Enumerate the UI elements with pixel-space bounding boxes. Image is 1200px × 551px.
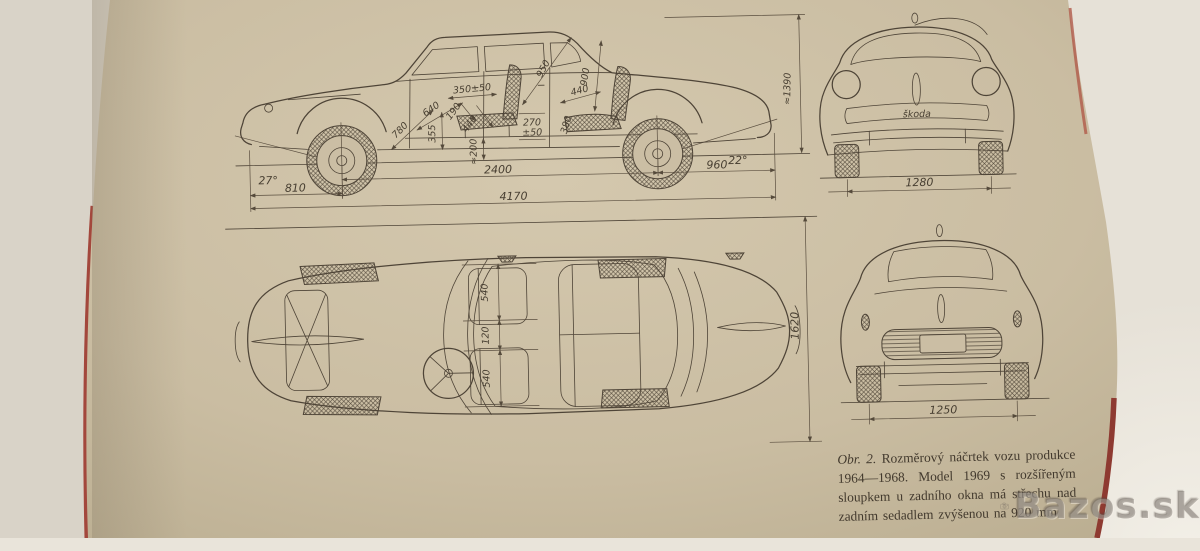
luggage-lid: [284, 289, 330, 392]
quarter-window: [549, 42, 582, 68]
upper-reference-line: [225, 215, 818, 230]
dim-350-50: 350±50: [453, 82, 492, 96]
dim-1620: 1620: [788, 312, 802, 340]
windshield-top: [467, 258, 492, 415]
front-tire-right: [978, 140, 1004, 176]
windshield-base: [443, 260, 472, 414]
license-plate: [919, 333, 967, 354]
dim-540-front: 540: [479, 283, 490, 301]
rear-tire-right: [1003, 362, 1030, 400]
car-front-view: škoda 1280: [819, 12, 1017, 197]
dim-810: 810: [285, 181, 306, 194]
seats-plan: [467, 263, 642, 407]
dim-640: 640: [421, 100, 442, 119]
tire-rear-right: [600, 388, 670, 409]
dim-780: 780: [390, 120, 411, 141]
tire-front-left: [299, 262, 380, 285]
dim-355: 355: [427, 124, 438, 142]
door-hinge-right: [724, 252, 745, 260]
top-view-dimensions: 540 120 540 1620: [461, 215, 823, 443]
figure-caption: Obr. 2. Rozměrový náčrtek vozu produkce …: [837, 445, 1077, 526]
roof-ornament: [936, 224, 943, 237]
bumper: [830, 128, 1004, 144]
bumper-overriders: [868, 128, 966, 146]
car-rear-view: 1250: [840, 224, 1050, 425]
bonnet-crease-plan: [251, 335, 365, 346]
rear-bench: [558, 263, 642, 407]
tail-lamp-left: [860, 313, 870, 331]
tire-rear-left: [597, 258, 667, 279]
dim-270-tol: ±50: [522, 127, 542, 138]
under-body-line: [898, 383, 988, 386]
driver-seat: [469, 347, 530, 406]
tail-lamp-right: [1012, 310, 1022, 328]
headlight-left: [831, 69, 861, 100]
dim-1250: 1250: [929, 403, 957, 417]
angle-27: 27°: [258, 174, 278, 187]
headlight-icon: [264, 103, 274, 113]
car-body-front: škoda: [819, 12, 1015, 156]
front-bumper: [234, 321, 241, 363]
bumper-overriders: [883, 358, 1002, 379]
dim-120: 120: [480, 326, 491, 344]
car-top-view: 540 120 540 1620: [225, 215, 823, 443]
luggage-lid-cross: [286, 293, 329, 388]
front-tire-left: [834, 143, 860, 179]
car-body-rear: [840, 224, 1044, 386]
caption-line-5: sedadlem zvýšenou na 920 mm: [882, 504, 1058, 523]
dim-1280: 1280: [905, 176, 933, 190]
rear-wheel: [622, 115, 694, 190]
tire-front-right: [302, 395, 382, 416]
headlight-right: [971, 66, 1001, 97]
dim-900: 900: [579, 67, 593, 87]
dim-2400: 2400: [484, 163, 512, 177]
roof-ornament: [911, 12, 919, 24]
book-cover-edge-right-bottom: [1094, 397, 1117, 538]
steering-wheel: [422, 347, 475, 399]
rear-bumper: [794, 305, 801, 355]
rear-window-top: [677, 267, 695, 397]
bumper: [855, 362, 1029, 375]
side-view-labels: 950 350±50 190 440 640 780 355 270 ±50 4…: [258, 58, 793, 204]
rear-track-dimension: 1250: [851, 400, 1036, 425]
angle-22: 22°: [728, 154, 748, 167]
lid-crease: [937, 294, 946, 323]
facing-page: [0, 0, 118, 538]
front-track-dimension: 1280: [828, 176, 1011, 197]
front-wheel: [306, 122, 378, 199]
antenna-wire: [914, 17, 988, 35]
dim-540-rear: 540: [481, 369, 492, 387]
page-gutter-shadow: [92, 0, 187, 538]
rear-seat: [564, 66, 631, 133]
side-view-dimensions: [249, 13, 806, 212]
caption-label: Obr. 2.: [837, 451, 877, 467]
rear-window: [887, 246, 994, 283]
dim-200: ≈200: [468, 139, 480, 165]
passenger-seat: [467, 267, 528, 326]
rear-window-base: [693, 271, 708, 393]
dim-440-rear: 440: [570, 83, 590, 98]
engine-lid-line: [874, 287, 1008, 295]
rear-deck-crease: [717, 322, 786, 332]
dim-960: 960: [706, 158, 727, 171]
front-panel-lines: [844, 102, 990, 124]
caption-line-1: Rozměrový náčrtek vozu: [881, 447, 1021, 466]
car-body-plan: [234, 252, 801, 416]
dim-1390: ≈1390: [782, 73, 793, 105]
dim-270: 270: [523, 117, 541, 128]
skoda-script: škoda: [903, 109, 932, 121]
book-page-photo: { "figure": { "caption": { "label": "Obr…: [0, 0, 1200, 538]
bonnet-crease: [911, 72, 921, 106]
book-cover-edge-right-top: [1068, 7, 1088, 135]
front-door-window: [411, 46, 480, 76]
car-side-view: 950 350±50 190 440 640 780 355 270 ±50 4…: [234, 13, 811, 212]
dim-380: 380: [559, 115, 575, 136]
rear-tire-left: [855, 365, 882, 403]
windshield: [850, 32, 982, 65]
door-hinge-left: [496, 255, 517, 263]
dim-4170: 4170: [499, 190, 527, 204]
